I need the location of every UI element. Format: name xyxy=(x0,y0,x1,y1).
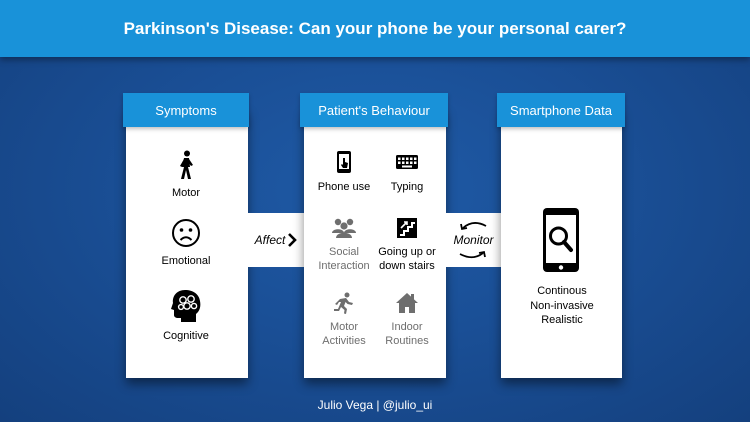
phone-use-label: Phone use xyxy=(317,181,371,193)
chevron-right-icon xyxy=(288,233,298,247)
walking-person-icon xyxy=(180,150,193,179)
realistic-label: Realistic xyxy=(541,314,583,326)
cognitive-label: Cognitive xyxy=(163,330,209,342)
social-interaction-label: Social Interaction xyxy=(318,246,370,272)
stairs-label: Going up or down stairs xyxy=(378,246,436,272)
continous-label: Continous xyxy=(537,285,587,297)
motor-activities-item: Motor Activities xyxy=(309,292,379,348)
motor-activities-label: Motor Activities xyxy=(322,321,366,347)
behaviour-header: Patient's Behaviour xyxy=(300,93,448,127)
non-invasive-label: Non-invasive xyxy=(530,299,594,312)
phone-use-item: Phone use xyxy=(309,150,379,194)
cycle-arrows-icon xyxy=(459,222,487,259)
brain-head-icon xyxy=(171,290,201,322)
typing-label: Typing xyxy=(390,181,424,193)
typing-item: Typing xyxy=(372,150,442,194)
social-interaction-item: Social Interaction xyxy=(309,217,379,273)
affect-connector: Affect xyxy=(248,213,304,267)
author-credit: Julio Vega | @julio_ui xyxy=(317,398,433,412)
monitor-connector: Monitor xyxy=(446,213,501,267)
motor-label: Motor xyxy=(171,187,201,199)
indoor-routines-item: Indoor Routines xyxy=(372,292,442,348)
stairs-icon xyxy=(397,218,417,238)
symptoms-header: Symptoms xyxy=(123,93,249,127)
stairs-item: Going up or down stairs xyxy=(372,217,442,273)
smartphone-data-text: Continous Non-invasive Realistic xyxy=(507,284,617,328)
indoor-routines-label: Indoor Routines xyxy=(385,321,429,347)
sad-face-icon xyxy=(172,219,200,247)
emotional-label: Emotional xyxy=(161,255,211,267)
smartphone-header: Smartphone Data xyxy=(497,93,625,127)
behaviour-card xyxy=(304,108,446,378)
page-title: Parkinson's Disease: Can your phone be y… xyxy=(0,0,750,57)
house-icon xyxy=(396,293,418,313)
running-icon xyxy=(334,292,353,314)
phone-touch-icon xyxy=(337,151,351,173)
keyboard-icon xyxy=(396,155,418,169)
monitor-label: Monitor xyxy=(453,233,494,247)
cognitive-item: Cognitive xyxy=(136,289,236,343)
motor-item: Motor xyxy=(136,150,236,200)
affect-label: Affect xyxy=(254,233,286,247)
smartphone-search-icon xyxy=(543,208,579,272)
emotional-item: Emotional xyxy=(136,218,236,268)
people-icon xyxy=(332,218,356,238)
